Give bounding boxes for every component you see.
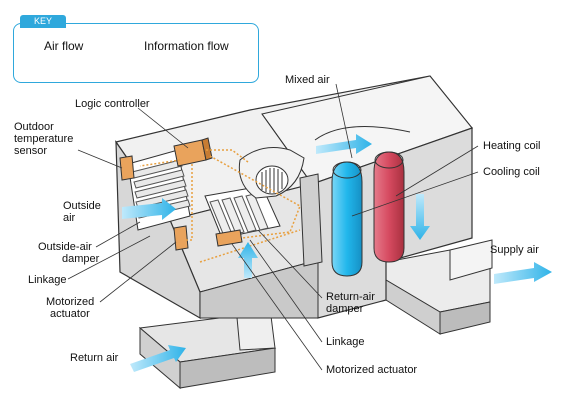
fan [238, 147, 305, 199]
outdoor-temperature-sensor [119, 155, 135, 181]
mixed-air-arrow [316, 134, 372, 154]
label-motorized-actuator-left-line1: Motorized [46, 296, 95, 308]
label-return-air-damper-line2: damper [326, 303, 364, 315]
heating-coil [373, 151, 405, 263]
label-outside-air-line1: Outside [63, 200, 101, 212]
left-motorized-actuator [173, 225, 189, 251]
label-supply-air: Supply air [490, 244, 539, 256]
return-air-arrow [130, 345, 186, 372]
supply-air-arrow [494, 262, 552, 284]
right-motorized-actuator [215, 229, 243, 247]
key-legend [13, 23, 259, 83]
cooling-coil [331, 161, 363, 277]
logic-controller-box [173, 137, 213, 167]
label-linkage-left: Linkage [28, 274, 67, 286]
label-outside-air-line2: air [63, 212, 76, 224]
return-air-up-arrow [238, 242, 258, 278]
return-air-damper [204, 185, 281, 239]
outside-air-arrow [122, 198, 176, 220]
label-outdoor-sensor-line2: temperature [14, 133, 74, 145]
label-outside-air-damper-line2: damper [62, 253, 100, 265]
key-tab: KEY [20, 15, 66, 28]
label-heating-coil: Heating coil [483, 140, 541, 152]
label-return-air: Return air [70, 352, 119, 364]
label-motorized-actuator-left-line2: actuator [50, 308, 90, 320]
label-outdoor-sensor-line3: sensor [14, 145, 48, 157]
coil-down-arrow [410, 194, 430, 240]
key-air-flow-label: Air flow [44, 39, 84, 53]
air-flow-arrows [122, 134, 552, 372]
coil-header [314, 126, 411, 141]
label-mixed-air: Mixed air [285, 74, 330, 86]
label-outdoor-sensor-line1: Outdoor [14, 121, 54, 133]
label-cooling-coil: Cooling coil [483, 166, 540, 178]
leader-lines [67, 83, 479, 371]
key-information-flow-label: Information flow [144, 39, 229, 53]
label-logic-controller: Logic controller [75, 98, 150, 110]
label-return-air-damper-line1: Return-air [326, 291, 375, 303]
label-motorized-actuator-right: Motorized actuator [326, 364, 418, 376]
label-linkage-right: Linkage [326, 336, 365, 348]
label-outside-air-damper-line1: Outside-air [38, 241, 92, 253]
supply-air-duct [385, 239, 493, 335]
